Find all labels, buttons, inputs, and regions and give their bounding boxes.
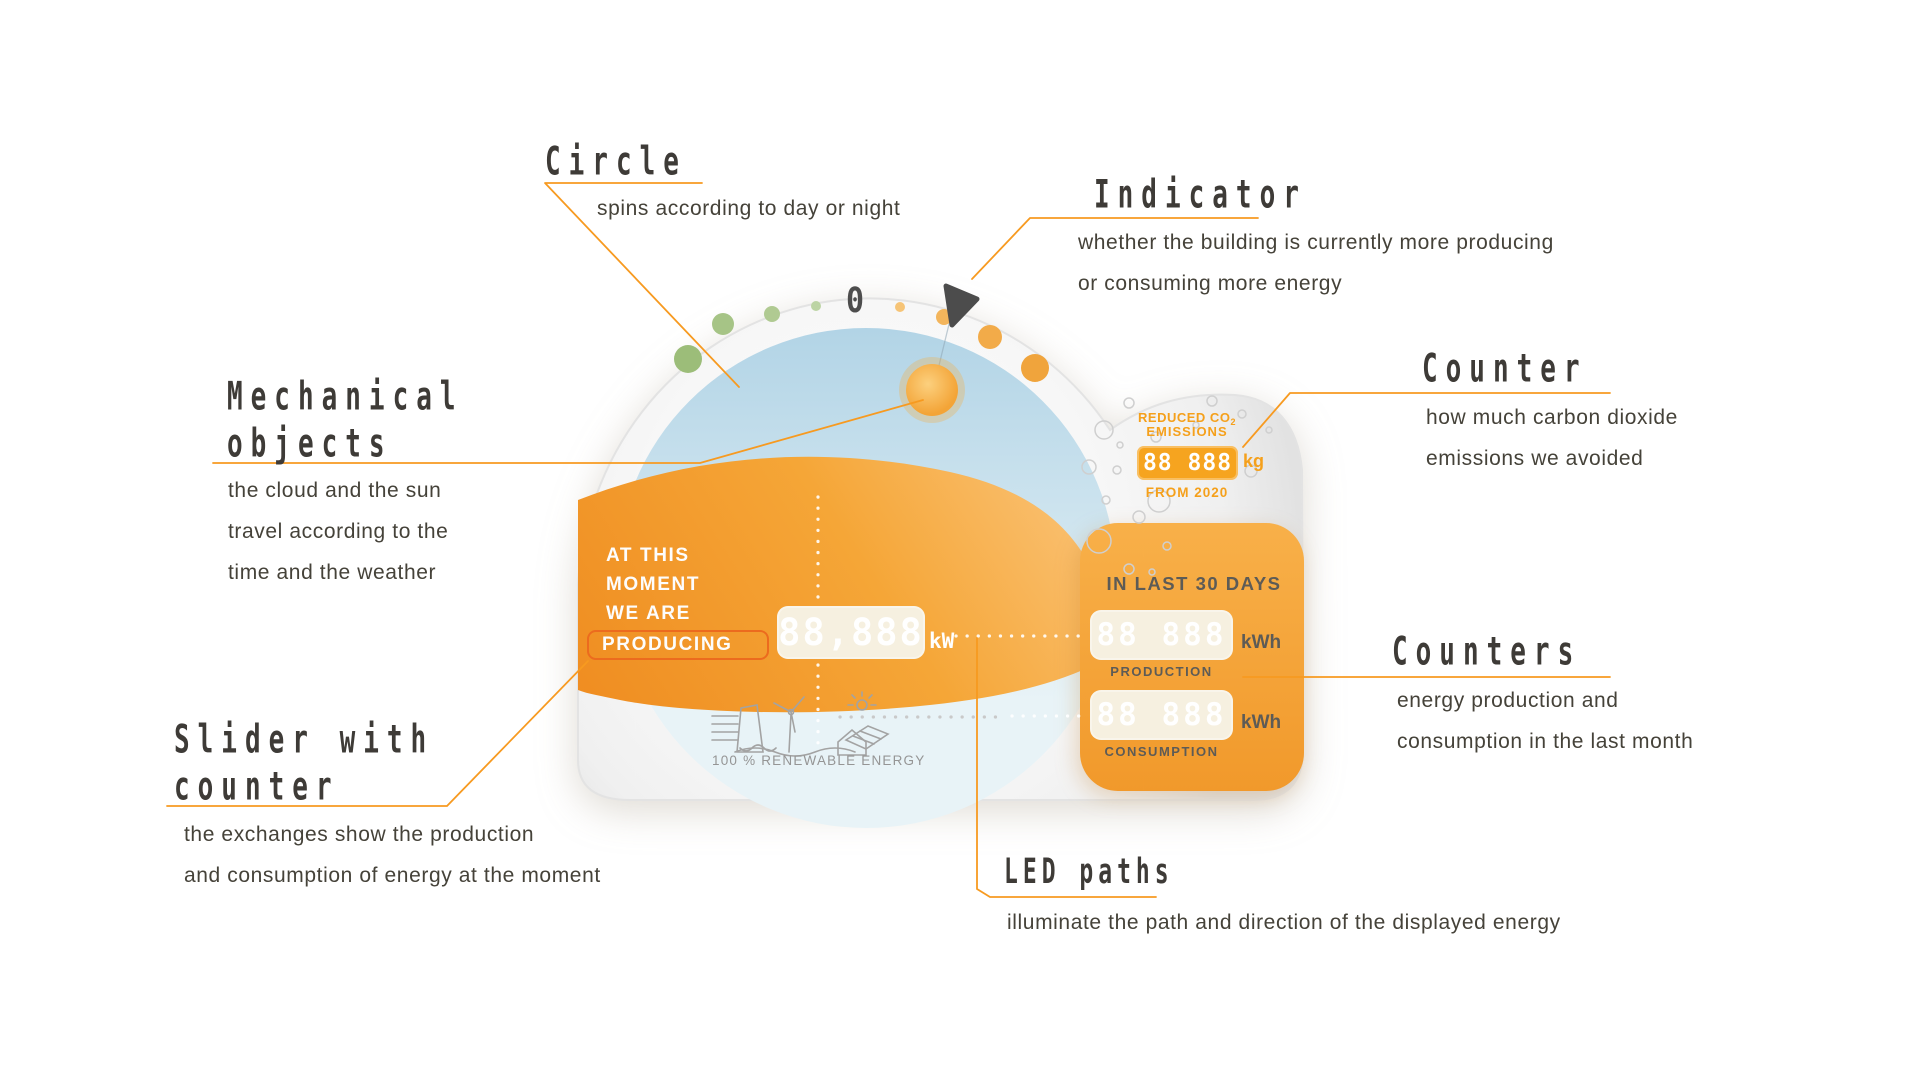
- now-counter: 88,888: [777, 606, 925, 659]
- led-paths-label-title: LED paths: [1004, 853, 1174, 892]
- co2-emissions-label-line2: EMISSIONS: [1146, 424, 1228, 439]
- bubbles: [1081, 395, 1273, 576]
- production-label: PRODUCTION: [1110, 664, 1213, 679]
- slider-label-title-line1: Slider with: [174, 718, 435, 763]
- co2-emissions-label-line1: REDUCED CO2: [1138, 410, 1236, 427]
- indicator-label-title: Indicator: [1094, 173, 1307, 218]
- indicator-leader: [971, 217, 1259, 280]
- consumption-counter: 88 888: [1090, 690, 1233, 740]
- co2-unit: kg: [1243, 451, 1265, 471]
- counters-label-desc: energy production and consumption in the…: [1397, 689, 1694, 753]
- mechanical-label-desc: the cloud and the sun travel according t…: [228, 479, 449, 584]
- producing-status-box: PRODUCING: [587, 630, 769, 660]
- co2-counter: 88 888: [1137, 446, 1238, 480]
- dial-zero: 0: [846, 281, 865, 322]
- dial-dots: [674, 301, 1049, 382]
- moment-line-2: MOMENT: [606, 574, 701, 595]
- slider-leader: [166, 660, 589, 807]
- counter-leader: [1242, 392, 1611, 448]
- orange-wave: [578, 456, 1102, 713]
- moment-line-1: AT THIS: [606, 545, 690, 566]
- indicator-label-desc: whether the building is currently more p…: [1078, 231, 1554, 295]
- circle-label-desc: spins according to day or night: [597, 197, 901, 220]
- mechanical-label-title-line1: Mechanical: [227, 375, 464, 420]
- led-paths-label-desc: illuminate the path and direction of the…: [1007, 911, 1561, 934]
- production-counter: 88 888: [1090, 610, 1233, 660]
- mechanical-label-title-line2: objects: [227, 422, 393, 467]
- moment-line-3: WE ARE: [606, 603, 691, 624]
- circle-leader: [544, 182, 740, 388]
- slider-label-title-line2: counter: [174, 765, 340, 810]
- production-unit: kWh: [1241, 632, 1282, 653]
- indicator-triangle-icon: [943, 283, 980, 328]
- led-paths-leader: [976, 637, 1157, 898]
- renewable-energy-icon: [711, 691, 890, 757]
- counter-label-title: Counter: [1422, 347, 1588, 392]
- led-dotted-paths: [816, 495, 1088, 748]
- renewable-energy-label: 100 % RENEWABLE ENERGY: [712, 753, 926, 768]
- counter-label-desc: how much carbon dioxide emissions we avo…: [1426, 406, 1678, 470]
- consumption-label: CONSUMPTION: [1104, 744, 1219, 759]
- consumption-unit: kWh: [1241, 712, 1282, 733]
- circle-label-title: Circle: [545, 140, 687, 185]
- sun-icon: [899, 357, 965, 423]
- mechanical-leader: [212, 399, 924, 464]
- slider-label-desc: the exchanges show the production and co…: [184, 823, 601, 887]
- leader-lines: [166, 182, 1611, 898]
- now-unit: kW: [929, 629, 955, 653]
- counters-label-title: Counters: [1392, 630, 1582, 675]
- last30-title: IN LAST 30 DAYS: [1106, 573, 1282, 594]
- co2-since-label: FROM 2020: [1145, 485, 1229, 500]
